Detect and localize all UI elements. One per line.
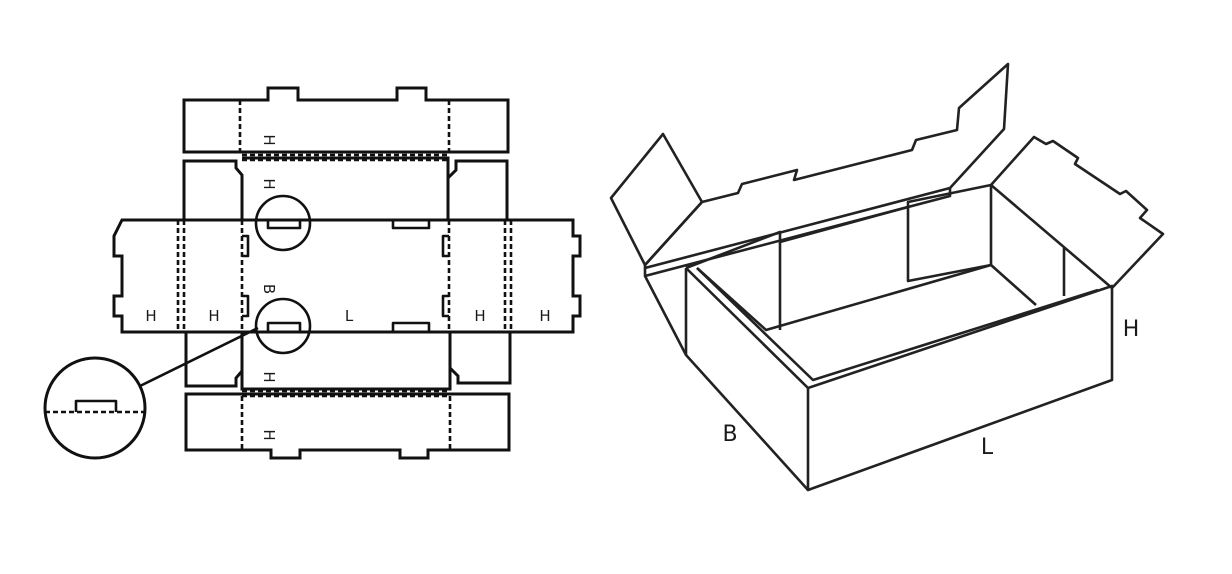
top-outer-flap: [182, 86, 510, 154]
bottom-right-corner-tab: [448, 332, 512, 385]
top-left-corner-tab: [182, 159, 244, 220]
detail-circle-upper: [254, 194, 312, 252]
label-box-length: L: [981, 435, 994, 460]
label-bottom-outer-h: H: [260, 429, 278, 440]
label-box-height: H: [1123, 317, 1140, 342]
flat-die-cut-layout: H H B L H H H H H H: [43, 86, 582, 460]
back-inner-wall: [685, 205, 909, 330]
label-base-b: B: [260, 284, 278, 294]
label-left-outer-h: H: [145, 307, 156, 325]
top-right-corner-tab: [446, 159, 509, 220]
back-lid-flap: [643, 62, 1010, 270]
label-bottom-inner-h: H: [260, 371, 278, 382]
main-body-outline: [112, 218, 582, 334]
right-end-flap: [990, 135, 1165, 289]
label-box-breadth: B: [722, 422, 737, 447]
right-inner-flap: [906, 183, 993, 283]
assembled-box-3d: H B L: [609, 62, 1165, 492]
label-base-l: L: [345, 307, 354, 325]
bottom-outer-flap: [184, 392, 511, 460]
fold-lines: [176, 100, 513, 450]
label-left-inner-h: H: [208, 307, 219, 325]
lock-slots: [242, 220, 449, 332]
detail-callout-line: [139, 326, 259, 388]
label-top-outer-h: H: [260, 134, 278, 145]
magnified-slot-detail: [43, 356, 147, 460]
bottom-left-corner-tab: [184, 332, 244, 388]
label-right-inner-h: H: [474, 307, 485, 325]
label-top-inner-h: H: [260, 178, 278, 189]
bottom-inner-flap: [240, 332, 452, 391]
front-wall: [685, 267, 1114, 492]
label-right-outer-h: H: [539, 307, 550, 325]
left-end-flap: [609, 132, 704, 267]
detail-circle-lower: [254, 297, 312, 355]
